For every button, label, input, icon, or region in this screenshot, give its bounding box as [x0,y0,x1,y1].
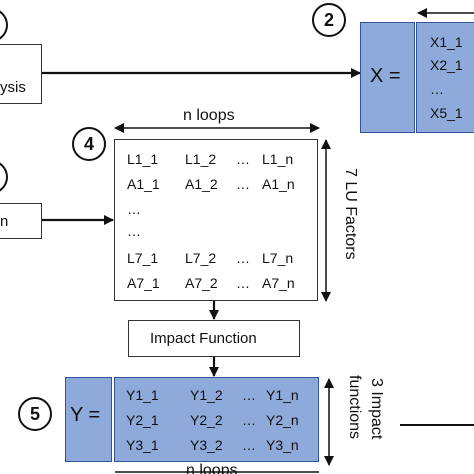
lu-cell: L7_2 [185,250,217,266]
lu-cell: … [236,250,250,266]
lu-cell: … [127,201,141,217]
lu-cell: A1_2 [185,176,218,192]
y-cell: Y1_1 [126,387,159,403]
lu-cell: L7_n [262,250,294,266]
analysis-box [0,44,42,104]
lu-cell: … [236,151,250,167]
lu-input-box-label: n [0,213,9,230]
lu-cell: A7_1 [127,275,160,291]
y-cell: … [242,412,256,428]
lu-matrix-box [114,139,318,301]
x-matrix-box [360,22,415,133]
step-marker-2: 2 [312,3,346,37]
impact-functions-label-line2: functions [346,375,363,440]
analysis-box-label: ysis [0,79,26,96]
step-marker-4: 4 [72,127,106,161]
impact-function-label: Impact Function [150,330,257,347]
x-matrix-values-box [416,22,474,133]
y-cell: Y3_n [266,437,299,453]
lu-cell: A7_2 [185,275,218,291]
lu-cell: … [236,176,250,192]
lu-cell: L1_1 [127,151,159,167]
y-cell: Y3_2 [190,437,223,453]
y-cell: Y2_2 [190,412,223,428]
y-cell: Y3_1 [126,437,159,453]
n-loops-label-bottom: n loops [186,462,238,474]
y-cell: … [242,387,256,403]
y-matrix-box [65,377,112,462]
x-matrix-row: X2_1 [430,57,463,73]
y-cell: … [242,437,256,453]
x-matrix-row: … [430,81,444,97]
y-cell: Y1_2 [190,387,223,403]
y-matrix-label: Y = [70,404,101,426]
impact-function-box [128,320,300,357]
lu-cell: … [236,275,250,291]
n-loops-label: n loops [183,107,235,124]
x-matrix-row: X5_1 [430,105,463,121]
lu-cell: … [127,223,141,239]
x-matrix-label: X = [370,65,401,87]
lu-cell: L1_n [262,151,294,167]
y-matrix-values-box [114,377,319,462]
lu-cell: A1_1 [127,176,160,192]
x-matrix-row: X1_1 [430,34,463,50]
lu-factors-label: 7 LU Factors [342,168,359,260]
y-cell: Y2_n [266,412,299,428]
lu-cell: L7_1 [127,250,159,266]
y-cell: Y1_n [266,387,299,403]
y-cell: Y2_1 [126,412,159,428]
lu-cell: A1_n [262,176,295,192]
lu-cell: A7_n [262,275,295,291]
lu-cell: L1_2 [185,151,217,167]
step-marker-5: 5 [18,397,52,431]
lu-input-box [0,203,42,239]
impact-functions-label-line1: 3 Impact [368,378,385,440]
